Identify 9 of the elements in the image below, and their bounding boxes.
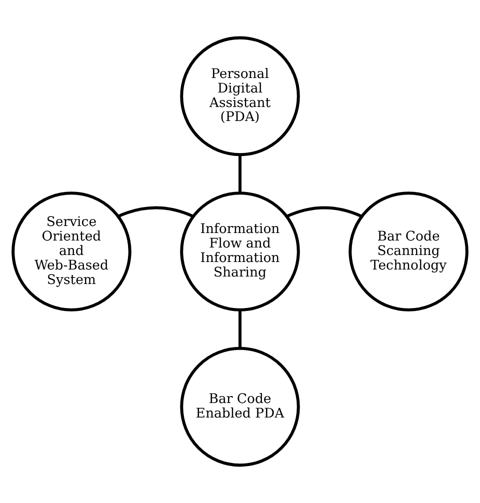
connector <box>238 154 242 193</box>
node-circle: Personal Digital Assistant (PDA) <box>180 36 300 156</box>
connector <box>118 206 194 218</box>
node-circle: Information Flow and Information Sharing <box>180 192 300 312</box>
node-circle: Bar Code Scanning Technology <box>348 192 468 312</box>
connector <box>286 206 362 218</box>
node-circle: Service Oriented and Web-Based System <box>12 192 132 312</box>
connector <box>238 310 242 348</box>
node-circle: Bar Code Enabled PDA <box>180 346 300 467</box>
